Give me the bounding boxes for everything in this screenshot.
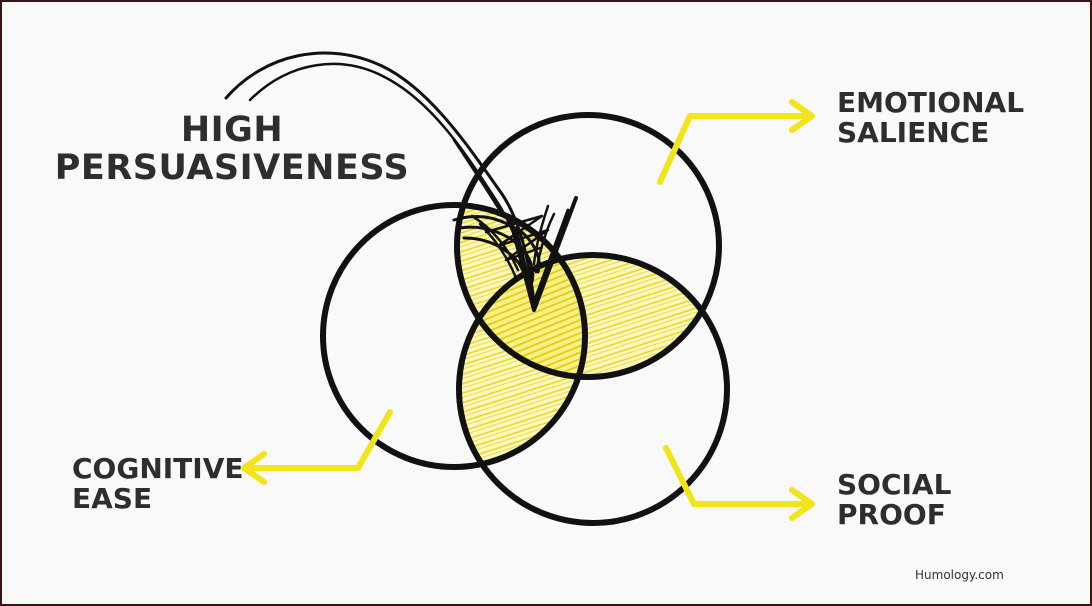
circle-cognitive-ease <box>320 202 588 470</box>
circle-emotional-salience <box>454 112 722 380</box>
title-line-2: PERSUASIVENESS <box>54 147 410 188</box>
emotional-line-1: EMOTIONAL <box>837 86 1025 119</box>
watermark: Humology.com <box>915 568 1004 582</box>
cognitive-line-2: EASE <box>72 482 153 516</box>
emotional-line-2: SALIENCE <box>837 116 990 150</box>
social-line-2: PROOF <box>837 498 946 532</box>
title-high-persuasiveness: HIGH PERSUASIVENESS <box>2 110 462 188</box>
arrow-emotional <box>657 99 815 185</box>
arrow-cognitive <box>241 409 393 485</box>
pointer-arrow <box>224 51 578 312</box>
cognitive-line-1: COGNITIVE <box>72 452 244 485</box>
label-social-proof: SOCIAL PROOF <box>837 468 952 532</box>
circle-social-proof <box>456 252 730 526</box>
overlap-center <box>459 255 585 377</box>
label-emotional-salience: EMOTIONAL SALIENCE <box>837 86 1025 150</box>
label-cognitive-ease: COGNITIVE EASE <box>72 452 244 516</box>
title-line-1: HIGH <box>180 110 284 150</box>
social-line-1: SOCIAL <box>837 468 952 501</box>
overlap-top-left <box>457 205 585 377</box>
arrow-social <box>663 445 815 521</box>
